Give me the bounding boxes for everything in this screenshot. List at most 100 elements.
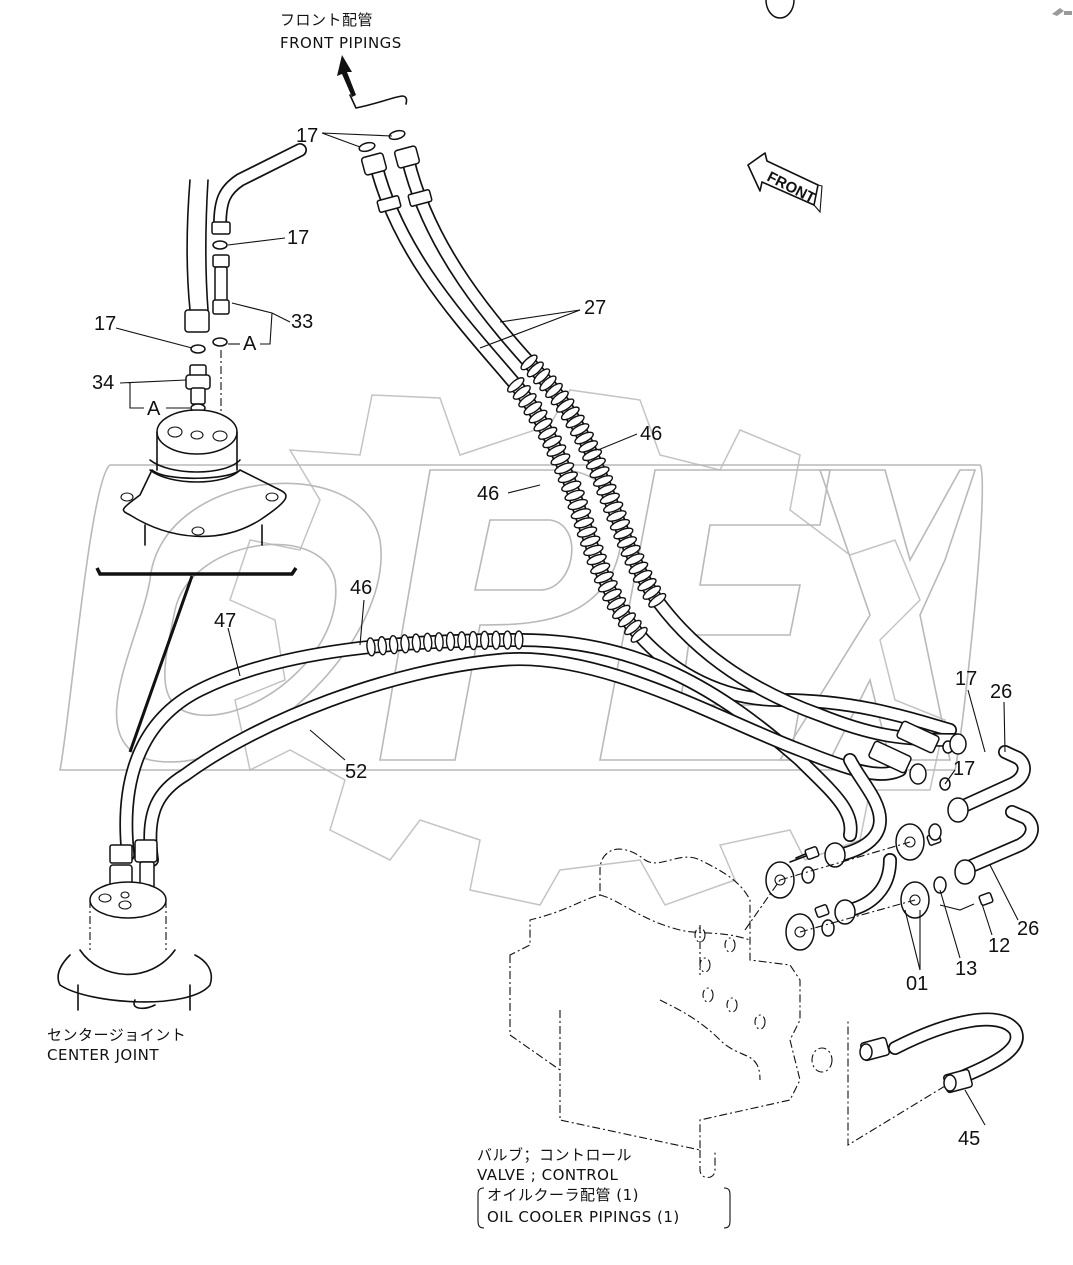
spiral-guard-ring bbox=[609, 518, 631, 531]
spiral-guard-ring bbox=[606, 510, 627, 522]
spiral-guard-ring bbox=[554, 462, 575, 475]
front-direction-arrow: FRONT bbox=[747, 152, 823, 214]
callout-46: 46 bbox=[350, 577, 372, 599]
spiral-guard-ring bbox=[613, 527, 634, 540]
spiral-guard-ring bbox=[546, 444, 567, 457]
spiral-guard-ring bbox=[377, 636, 388, 656]
front-pipings-en: FRONT PIPINGS bbox=[280, 34, 402, 52]
spiral-guard-ring bbox=[612, 604, 631, 620]
spiral-guard-ring bbox=[593, 571, 614, 584]
spiral-guard-ring bbox=[539, 375, 557, 392]
spiral-guard-ring bbox=[564, 489, 585, 502]
center-joint-en: CENTER JOINT bbox=[47, 1046, 159, 1064]
spiral-guard-ring bbox=[642, 585, 662, 600]
callout-12: 12 bbox=[988, 935, 1010, 957]
spiral-guard-ring bbox=[533, 418, 553, 432]
valve-control-label: バルブ；コントロール VALVE ; CONTROL オイルクーラ配管 (1) … bbox=[477, 1146, 731, 1229]
spiral-guard-ring bbox=[570, 423, 590, 437]
spiral-guard-ring bbox=[491, 630, 501, 650]
center-joint-jp: センタージョイント bbox=[47, 1026, 186, 1044]
spiral-guard-ring bbox=[606, 596, 627, 611]
callout-26: 26 bbox=[990, 681, 1012, 703]
callout-a: A bbox=[243, 333, 257, 355]
callout-33: 33 bbox=[291, 311, 313, 333]
spiral-guard-ring bbox=[468, 630, 478, 651]
spiral-guard-ring bbox=[506, 377, 525, 393]
spiral-guard-ring bbox=[479, 630, 490, 651]
spiral-guard-ring bbox=[630, 626, 648, 643]
callout-34: 34 bbox=[92, 372, 114, 394]
spiral-guard-ring bbox=[599, 492, 620, 505]
spiral-guard-ring bbox=[445, 631, 456, 651]
valve-control-jp: バルブ；コントロール bbox=[477, 1146, 632, 1164]
spiral-guard-ring bbox=[457, 631, 467, 651]
oil-cooler-jp: オイルクーラ配管 (1) bbox=[487, 1186, 639, 1204]
callout-47: 47 bbox=[214, 610, 236, 632]
spiral-guard-ring bbox=[579, 535, 601, 547]
spiral-guard-ring bbox=[576, 526, 598, 538]
front-pipings-jp: フロント配管 bbox=[280, 11, 373, 29]
front-pipings-bracket bbox=[349, 94, 408, 109]
spiral-guard-ring bbox=[520, 354, 538, 371]
front-pipings-label: フロント配管 FRONT PIPINGS bbox=[280, 11, 408, 109]
spiral-guard-ring bbox=[589, 466, 610, 479]
o-ring bbox=[358, 141, 376, 153]
o-ring bbox=[190, 344, 206, 354]
spiral-guard-ring bbox=[423, 632, 433, 653]
spiral-guard-ring bbox=[523, 401, 543, 416]
spiral-guard-ring bbox=[561, 480, 582, 493]
spiral-guard-ring bbox=[620, 544, 641, 557]
spiral-guard-46 bbox=[520, 354, 667, 608]
spiral-guard-ring bbox=[567, 498, 589, 511]
callout-17: 17 bbox=[296, 125, 318, 147]
valve-control-en: VALVE ; CONTROL bbox=[477, 1166, 618, 1184]
center-joint-upper bbox=[95, 143, 307, 753]
spiral-guard-ring bbox=[592, 475, 614, 487]
spiral-guard-ring bbox=[585, 457, 606, 470]
spiral-guard-ring bbox=[617, 612, 636, 628]
watermark-frame bbox=[59, 464, 984, 771]
spiral-guard-ring bbox=[570, 508, 592, 520]
spiral-guard-ring bbox=[550, 390, 569, 406]
callout-13: 13 bbox=[955, 958, 977, 980]
spiral-guard-ring bbox=[583, 544, 604, 557]
spiral-guard-ring bbox=[518, 393, 537, 408]
o-ring bbox=[212, 240, 228, 250]
spiral-guard-ring bbox=[542, 435, 562, 449]
spiral-guard-ring bbox=[388, 635, 399, 655]
callout-26: 26 bbox=[1017, 918, 1039, 940]
hose-47-52 bbox=[119, 630, 907, 867]
spiral-guard-ring bbox=[624, 619, 642, 636]
spiral-guard-ring bbox=[628, 561, 649, 575]
spiral-guard-ring bbox=[400, 634, 410, 654]
spiral-guard-ring bbox=[632, 569, 653, 583]
arrow-up-icon bbox=[337, 55, 356, 97]
hose-fitting-nut bbox=[211, 221, 231, 235]
callout-52: 52 bbox=[345, 761, 367, 783]
hose-27-pair bbox=[360, 145, 962, 747]
callout-27: 27 bbox=[584, 297, 606, 319]
spiral-guard-ring bbox=[586, 553, 607, 566]
spiral-guard-ring bbox=[366, 637, 376, 657]
spiral-guard-ring bbox=[533, 368, 551, 385]
spiral-guard-ring bbox=[565, 414, 585, 429]
spiral-guard-ring bbox=[624, 553, 645, 566]
oil-cooler-hose-45 bbox=[847, 1012, 1024, 1146]
spiral-guard-ring bbox=[502, 630, 513, 650]
callout-17: 17 bbox=[953, 758, 975, 780]
callout-45: 45 bbox=[958, 1128, 980, 1150]
spiral-guard-ring bbox=[616, 536, 638, 549]
front-direction-label: FRONT bbox=[764, 168, 818, 207]
spiral-guard-ring bbox=[528, 409, 548, 424]
spiral-guard-46 bbox=[366, 630, 524, 657]
center-joint-lower bbox=[57, 839, 213, 1011]
spiral-guard-ring bbox=[555, 398, 575, 413]
corner-mark bbox=[1052, 8, 1072, 16]
oil-cooler-en: OIL COOLER PIPINGS (1) bbox=[487, 1208, 680, 1226]
spiral-guard-ring bbox=[545, 382, 563, 399]
o-ring bbox=[388, 129, 406, 141]
spiral-guard-ring bbox=[597, 580, 618, 593]
spiral-guard-ring bbox=[550, 453, 571, 466]
spiral-guard-ring bbox=[573, 517, 595, 529]
